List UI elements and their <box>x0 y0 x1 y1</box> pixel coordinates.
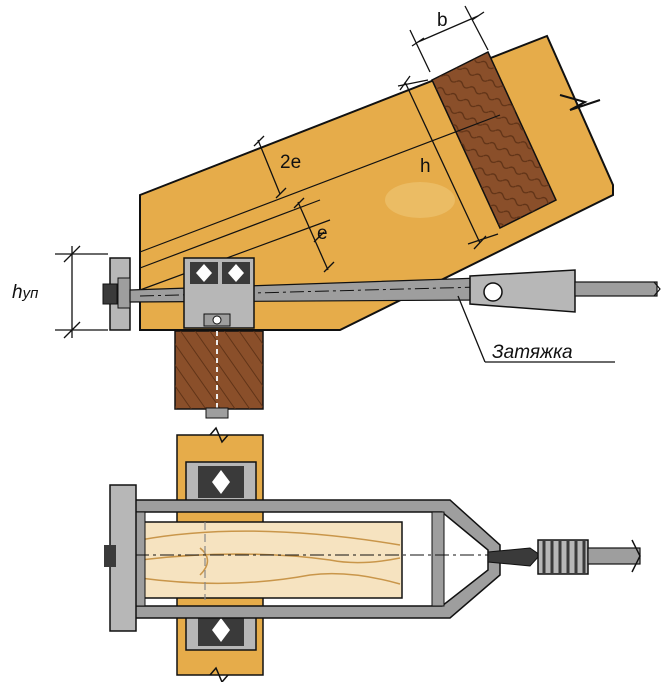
label-e: e <box>317 223 328 244</box>
rafter-guides <box>139 114 501 291</box>
plan-timber <box>131 521 403 600</box>
post-section <box>174 330 264 420</box>
dimension-h <box>397 75 499 250</box>
label-h: h <box>420 156 431 177</box>
anchor-plate-top <box>183 257 255 329</box>
plan-end-plate <box>104 484 137 632</box>
label-hup: hуп <box>12 282 38 303</box>
tie-leader <box>457 295 615 363</box>
label-b: b <box>437 10 448 31</box>
beam-cross-section <box>431 50 557 230</box>
dimension-e <box>293 197 335 273</box>
end-plate-top <box>102 257 131 331</box>
plan-plate-top <box>185 461 257 503</box>
label-2e: 2e <box>280 152 301 173</box>
label-tie: Затяжка <box>492 342 573 363</box>
dimension-2e <box>253 135 287 199</box>
dimension-b <box>409 5 489 73</box>
plan-turnbuckle <box>487 539 641 575</box>
dimension-hup <box>55 245 108 339</box>
